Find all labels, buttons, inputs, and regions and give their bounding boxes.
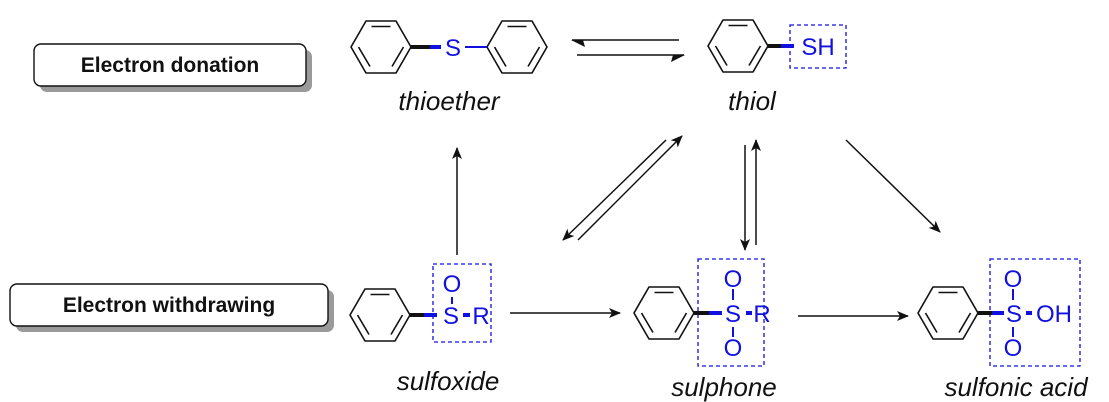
electron-withdrawing-text: Electron withdrawing xyxy=(63,294,275,317)
sulfoxide-highlight-box xyxy=(432,263,492,343)
sulfoxide-caption: sulfoxide xyxy=(397,366,500,396)
sulfoxide-sulfur-atom: S xyxy=(443,303,459,330)
sulfoxide-oxygen-atom: O xyxy=(443,271,462,298)
sulphone-bottom-oxygen-atom: O xyxy=(724,335,743,362)
sulphone-caption: sulphone xyxy=(671,372,777,402)
thiol-to-sulfonic-acid-arrow xyxy=(845,139,941,233)
thiol-benzene-ring xyxy=(707,19,769,73)
sulfonic-acid-benzene-ring xyxy=(917,286,979,340)
thiol-sh-group: SH xyxy=(801,34,834,61)
electron-donation-text: Electron donation xyxy=(81,54,260,77)
sulphone-r-group: R xyxy=(753,301,770,328)
electron-donation-label: Electron donation xyxy=(33,43,312,92)
sulfoxide-r-group: R xyxy=(472,303,489,330)
sulphone-highlight-box xyxy=(697,258,765,367)
sulfonic-bottom-oxygen-atom: O xyxy=(1004,335,1023,362)
sulfonic-top-oxygen-atom: O xyxy=(1004,266,1023,293)
thioether-caption: thioether xyxy=(398,86,501,116)
thioether-sulfur-atom: S xyxy=(445,35,461,62)
sulfonic-acid-highlight-box xyxy=(989,258,1081,367)
electron-withdrawing-label: Electron withdrawing xyxy=(9,283,334,332)
sulphone-benzene-ring xyxy=(633,286,695,340)
sulphone-top-oxygen-atom: O xyxy=(724,266,743,293)
sulfonic-acid-caption: sulfonic acid xyxy=(944,372,1089,402)
thioether-right-benzene-ring xyxy=(486,20,548,74)
sulfoxide-benzene-ring xyxy=(349,288,411,342)
sulfoxide-to-thiol-arrow xyxy=(577,135,683,241)
thiol-caption: thiol xyxy=(728,86,777,116)
sulfonic-hydroxyl-group: OH xyxy=(1036,301,1072,328)
sulfonic-sulfur-atom: S xyxy=(1006,301,1022,328)
thioether-left-benzene-ring xyxy=(350,20,412,74)
sulphone-sulfur-atom: S xyxy=(725,301,741,328)
thiol-to-sulfoxide-arrow xyxy=(562,139,667,241)
